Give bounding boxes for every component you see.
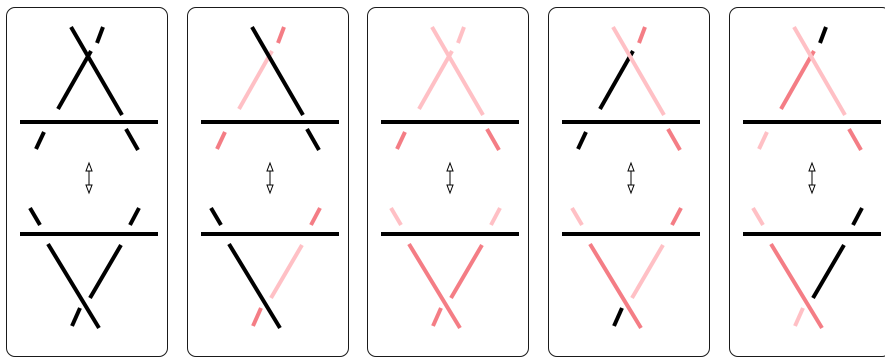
top-left-tail (757, 131, 769, 150)
braid-diagram-4 (562, 25, 700, 330)
top-right-strand-lower (305, 128, 321, 151)
arrow-up-head-icon (446, 161, 454, 172)
bottom-left-strand-upper (389, 206, 403, 227)
top-stub (637, 26, 647, 44)
bottom-left-strand-lower (407, 242, 462, 330)
arrow-up-head-icon (85, 161, 93, 172)
arrow-up-head-icon (627, 161, 635, 172)
top-left-strand (56, 50, 93, 110)
arrow-down-head-icon (627, 184, 635, 195)
braid-diagram-3 (381, 25, 519, 330)
arrow-down-head-icon (808, 184, 816, 195)
bottom-stub (70, 307, 82, 327)
panel-1 (6, 7, 168, 357)
top-stub (456, 26, 466, 44)
top-right-strand-upper (430, 25, 485, 117)
top-left-tail (395, 131, 407, 150)
top-right-strand-upper (611, 25, 666, 117)
top-right-strand-lower (847, 128, 863, 151)
top-left-strand (779, 50, 816, 110)
arrow-up-head-icon (808, 161, 816, 172)
bottom-right-strand (630, 243, 665, 300)
bottom-right-strand-upper (670, 207, 683, 226)
braid-diagram-5 (743, 25, 881, 330)
panel-3 (367, 7, 529, 357)
bottom-stub (431, 307, 443, 327)
bottom-stub (251, 307, 263, 327)
top-right-strand-upper (250, 25, 305, 117)
bottom-stub (793, 307, 805, 327)
arrow-up-head-icon (266, 161, 274, 172)
bottom-left-strand-upper (209, 206, 223, 227)
panel-5 (729, 7, 885, 357)
top-right-strand-upper (792, 25, 847, 117)
bottom-right-strand-upper (128, 207, 141, 226)
arrow-down-head-icon (446, 184, 454, 195)
bottom-left-strand-lower (46, 242, 101, 330)
top-stub (818, 26, 828, 44)
panel-2 (187, 7, 349, 357)
bottom-left-strand-upper (751, 206, 765, 227)
top-left-tail (215, 131, 227, 150)
bottom-right-strand-upper (851, 207, 864, 226)
top-left-strand (417, 50, 454, 110)
arrow-down-head-icon (85, 184, 93, 195)
top-right-strand-lower (666, 128, 682, 151)
panel-4 (548, 7, 710, 357)
top-stub (276, 26, 286, 44)
bottom-left-strand-upper (28, 206, 42, 227)
bottom-left-strand-lower (588, 242, 643, 330)
bottom-left-strand-lower (769, 242, 824, 330)
bottom-left-strand-lower (227, 242, 282, 330)
bottom-right-strand (449, 243, 484, 300)
top-right-strand-lower (485, 128, 501, 151)
arrow-down-head-icon (266, 184, 274, 195)
braid-diagram-2 (201, 25, 339, 330)
top-stub (95, 26, 105, 44)
bottom-right-strand-upper (309, 207, 322, 226)
top-right-strand-lower (124, 128, 140, 151)
bottom-left-strand-upper (570, 206, 584, 227)
braid-diagram-1 (20, 25, 158, 330)
bottom-right-strand (811, 243, 846, 300)
bottom-stub (612, 307, 624, 327)
top-left-strand (598, 50, 635, 110)
top-left-tail (576, 131, 588, 150)
bottom-right-strand (88, 243, 123, 300)
top-right-strand-upper (69, 25, 124, 117)
top-left-strand (237, 50, 274, 110)
bottom-right-strand-upper (489, 207, 502, 226)
bottom-right-strand (269, 243, 304, 300)
top-left-tail (34, 131, 46, 150)
